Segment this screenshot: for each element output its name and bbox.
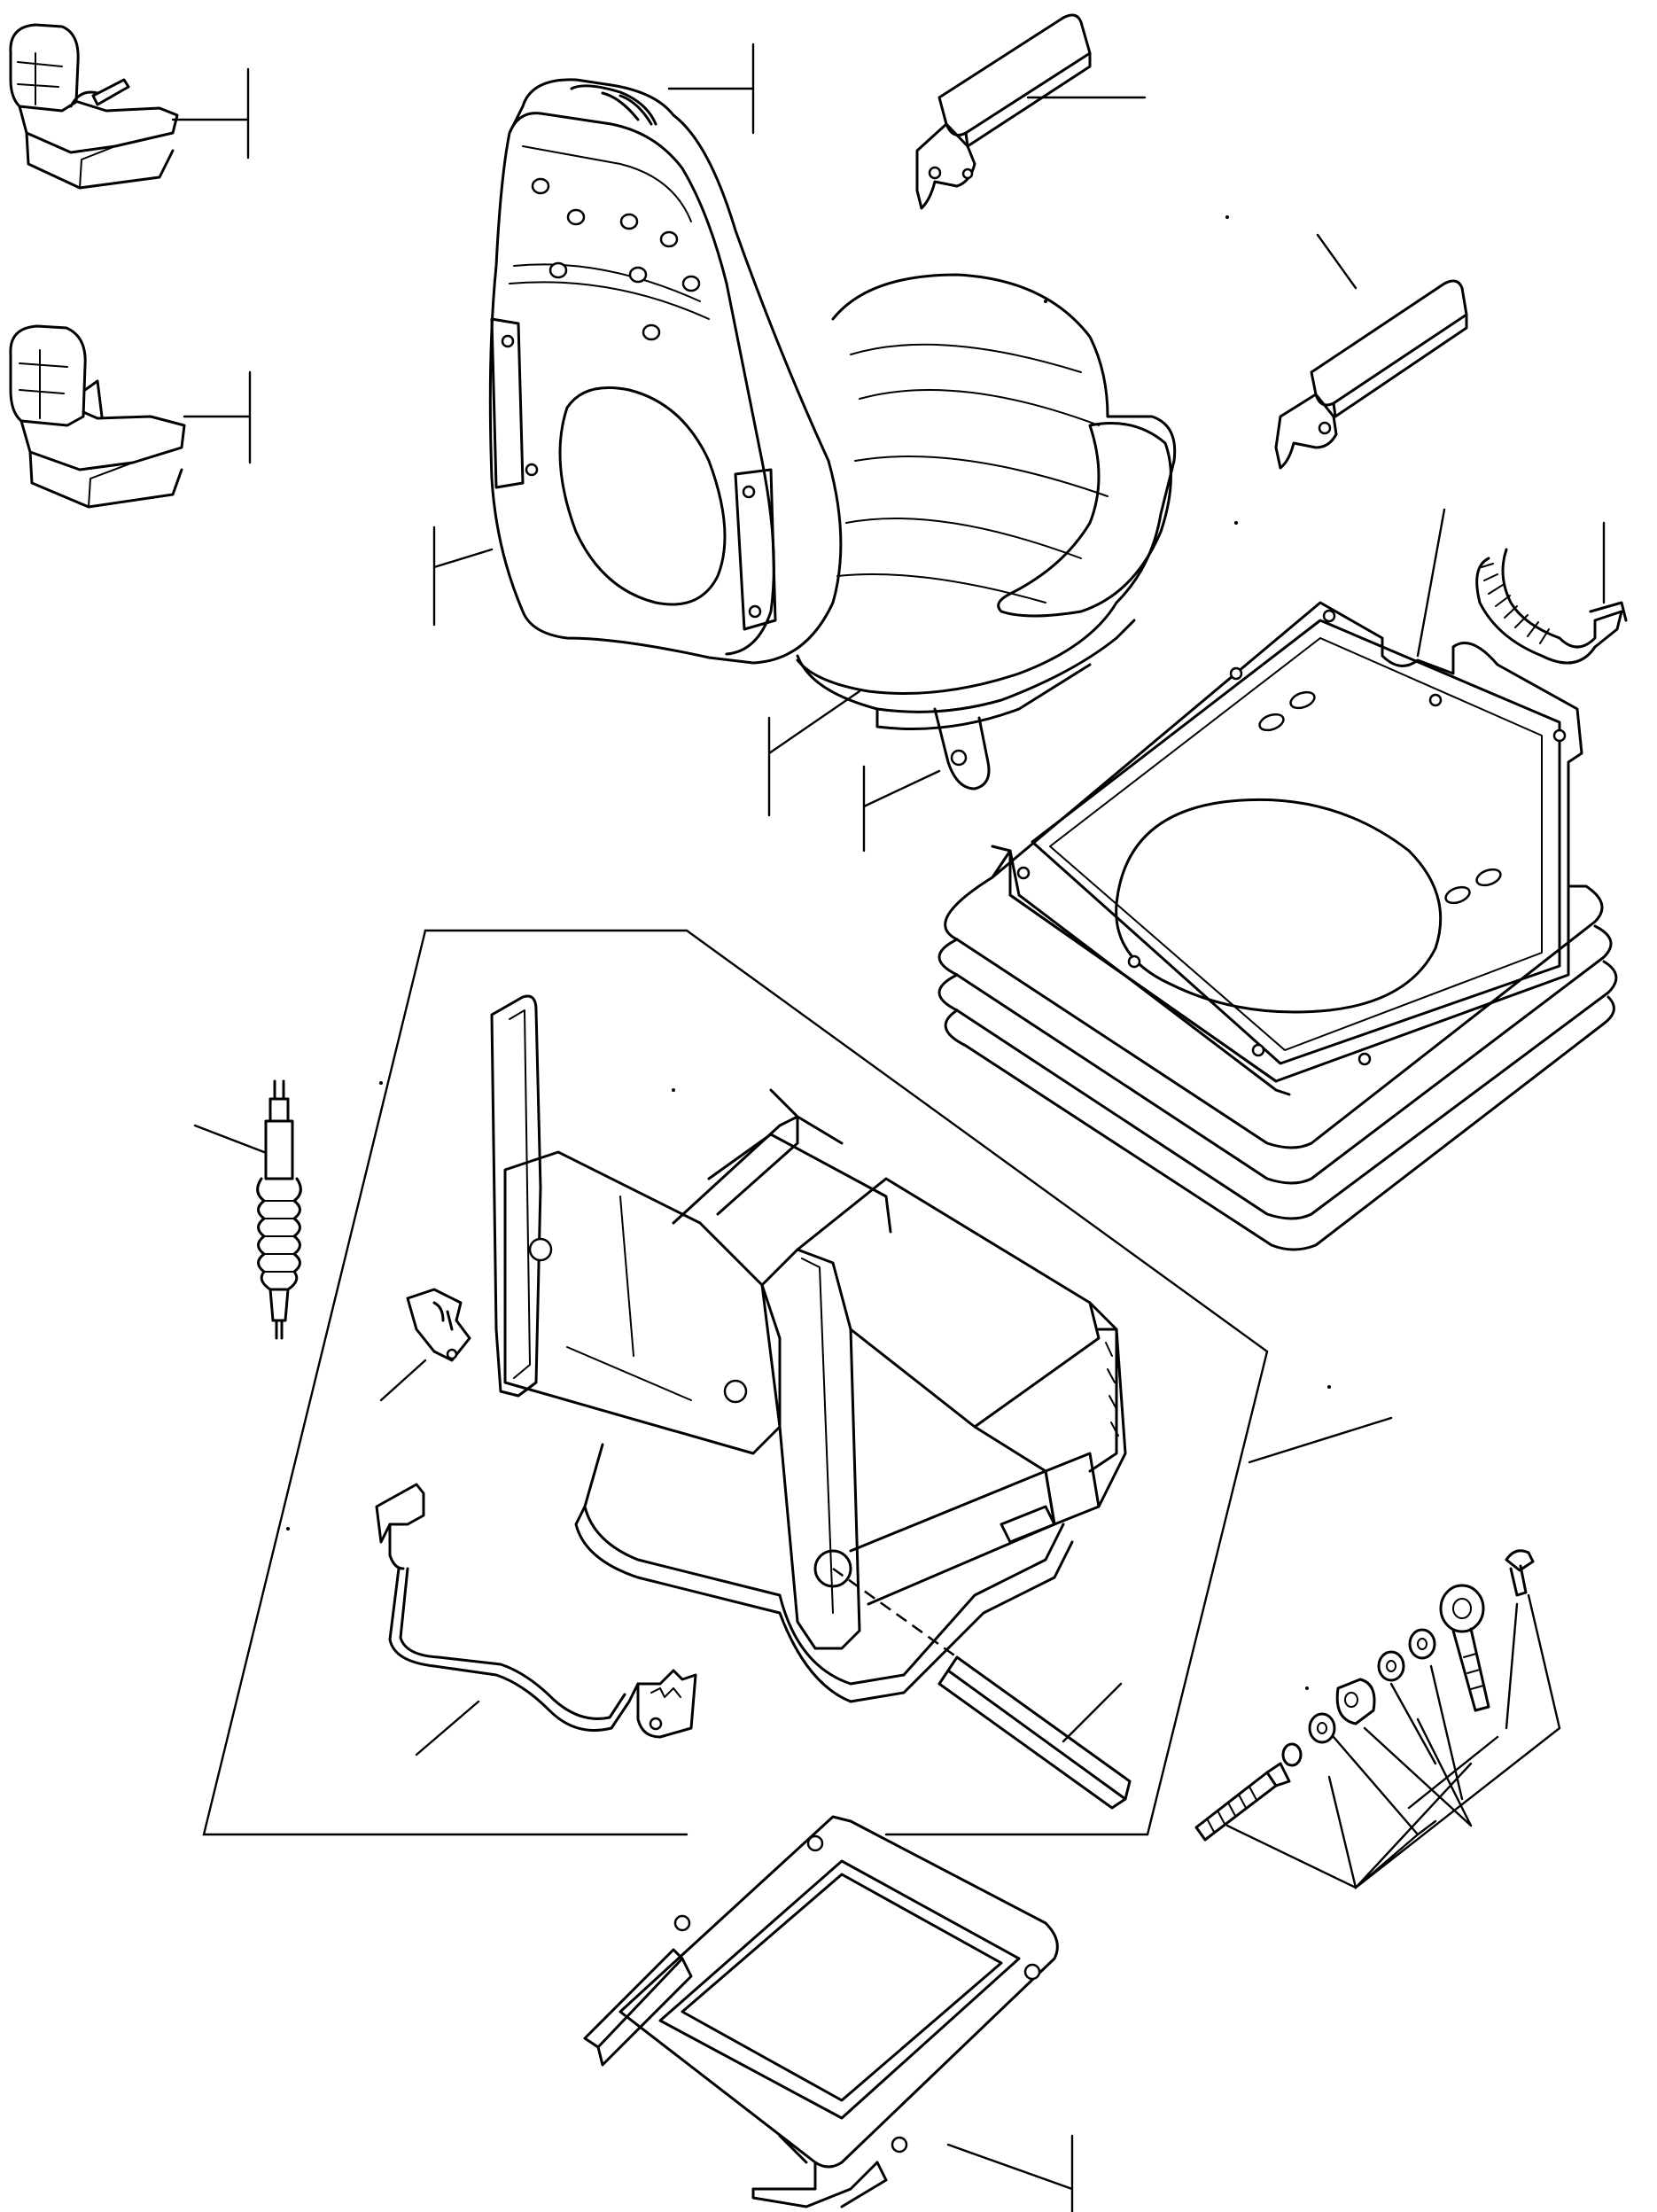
suspension-bellows-frame-icon <box>937 601 1618 1251</box>
leader-line <box>1248 1416 1393 1464</box>
slide-rail-frame-icon <box>583 1815 1059 2208</box>
seat-assembly-icon <box>488 78 1177 791</box>
clip-icon <box>406 1288 471 1362</box>
seat-variant-a-icon <box>9 23 179 190</box>
leader-line <box>767 689 861 817</box>
leader-line <box>193 1124 266 1154</box>
group-outline <box>202 929 688 1836</box>
leader-line <box>1062 1682 1123 1743</box>
leader-line <box>379 1359 427 1402</box>
leader-line <box>1225 1593 1561 1890</box>
leader-line <box>1416 1717 1473 1827</box>
leader-line <box>171 67 250 160</box>
leader-line <box>183 370 252 464</box>
height-lever-icon <box>375 1483 697 1739</box>
group-outline <box>424 929 1269 1836</box>
leader-line <box>415 1700 480 1756</box>
seat-variant-b-icon <box>9 324 186 509</box>
leader-line <box>1416 508 1446 658</box>
leader-line <box>667 43 755 135</box>
leader-line <box>432 526 494 627</box>
armrest-right-icon <box>1274 279 1468 470</box>
armrest-left-icon <box>915 13 1092 210</box>
leader-line <box>946 2134 1074 2212</box>
adjust-strap-icon <box>1475 548 1628 665</box>
suspension-mechanism-icon <box>490 994 1127 1703</box>
bar-icon <box>937 1655 1132 1810</box>
leader-line <box>1316 233 1357 290</box>
shock-absorber-icon <box>256 1079 302 1340</box>
fastener-set-icon <box>1194 1549 1535 1842</box>
leader-line <box>862 765 941 853</box>
